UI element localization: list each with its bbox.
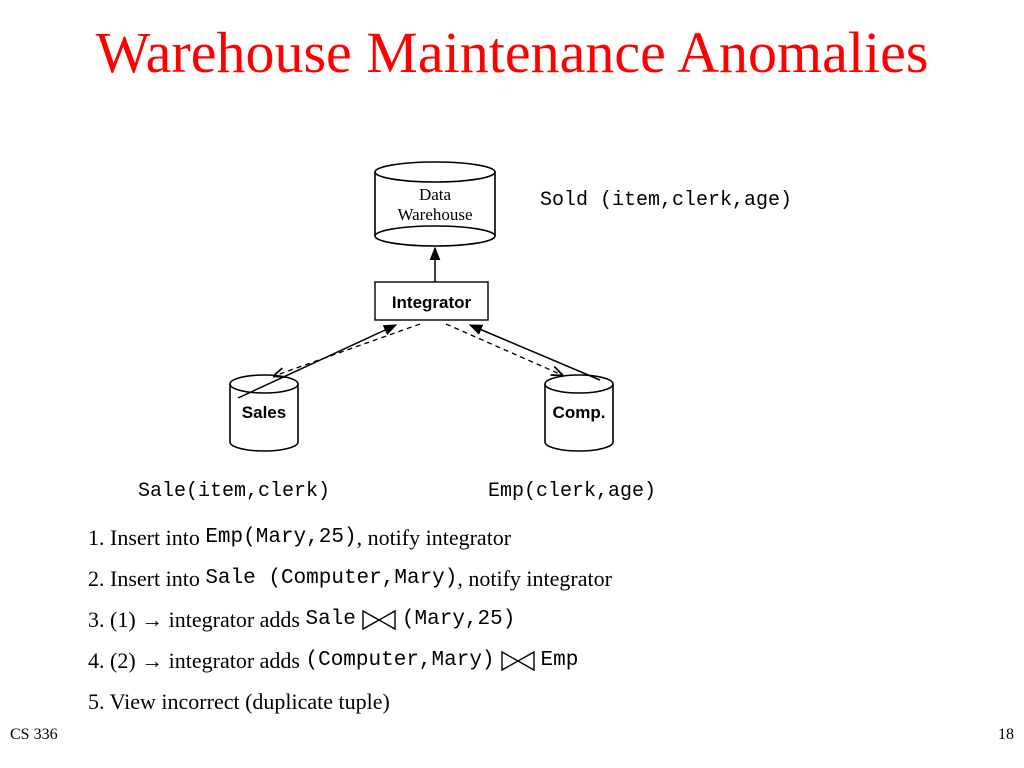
step-1-code: Emp(Mary,25) <box>205 526 357 549</box>
step-3-code-left: Sale <box>305 608 356 631</box>
warehouse-label-line2: Warehouse <box>397 205 472 224</box>
step-2-suffix: , notify integrator <box>457 566 612 591</box>
slide-title: Warehouse Maintenance Anomalies <box>95 20 929 85</box>
sales-label: Sales <box>242 403 286 422</box>
sales-cylinder: Sales <box>229 374 299 452</box>
join-icon <box>362 609 396 630</box>
page-number: 18 <box>998 726 1014 743</box>
comp-cylinder: Comp. <box>544 374 614 452</box>
integrator-box: Integrator <box>374 281 489 321</box>
sale-schema: Sale(item,clerk) <box>138 480 331 503</box>
step-2: 2. Insert into Sale (Computer,Mary) , no… <box>88 558 612 599</box>
step-list: 1. Insert into Emp(Mary,25) , notify int… <box>88 517 612 722</box>
integrator-to-sales-query-arrow <box>274 323 421 376</box>
step-5-text: 5. View incorrect (duplicate tuple) <box>88 689 390 714</box>
comp-to-integrator-arrow <box>468 324 601 381</box>
step-4: 4. (2) → integrator adds (Computer,Mary)… <box>88 640 612 681</box>
step-5: 5. View incorrect (duplicate tuple) <box>88 681 612 722</box>
data-warehouse-cylinder: Data Warehouse <box>374 161 496 247</box>
step-4-code-left: (Computer,Mary) <box>305 649 495 672</box>
step-1: 1. Insert into Emp(Mary,25) , notify int… <box>88 517 612 558</box>
integrator-label: Integrator <box>392 293 472 312</box>
step-3: 3. (1) → integrator adds Sale (Mary,25) <box>88 599 612 640</box>
integrator-to-comp-query-arrow <box>445 323 562 375</box>
step-3-text: 3. (1) → integrator adds <box>88 607 306 632</box>
step-4-text: 4. (2) → integrator adds <box>88 648 306 673</box>
emp-schema: Emp(clerk,age) <box>488 480 657 503</box>
step-1-text: 1. Insert into <box>88 525 206 550</box>
step-1-suffix: , notify integrator <box>356 525 512 550</box>
step-3-code-right: (Mary,25) <box>401 608 516 631</box>
step-4-code-right: Emp <box>540 649 579 672</box>
comp-label: Comp. <box>553 403 606 422</box>
step-2-code: Sale (Computer,Mary) <box>205 567 458 590</box>
warehouse-label-line1: Data <box>419 185 452 204</box>
sold-schema: Sold (item,clerk,age) <box>540 189 793 212</box>
course-label: CS 336 <box>10 726 58 743</box>
sales-to-integrator-arrow <box>237 324 398 399</box>
step-2-text: 2. Insert into <box>88 566 206 591</box>
join-icon <box>500 650 535 671</box>
